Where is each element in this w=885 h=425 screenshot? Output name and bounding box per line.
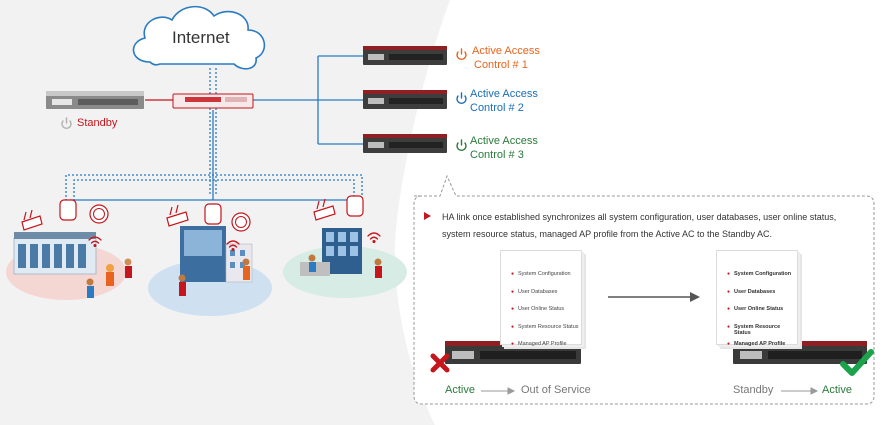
callout-description: HA link once established synchronizes al… (442, 212, 837, 239)
active-controller-2 (363, 90, 447, 109)
state-arrow-icon (781, 387, 819, 395)
sync-item: User Online Status (511, 306, 581, 324)
power-icon (456, 48, 467, 61)
config-document-right: System Configuration User Databases User… (716, 250, 798, 347)
sync-item: System Configuration (727, 271, 797, 289)
site-1-access-points (21, 199, 109, 231)
sync-item: System Resource Status (727, 324, 797, 342)
sync-item: System Configuration (511, 271, 581, 289)
sync-item: System Resource Status (511, 324, 581, 342)
site-1 (6, 232, 132, 300)
right-state-to: Active (822, 384, 852, 396)
power-icon (456, 92, 467, 105)
sync-item: User Databases (727, 289, 797, 307)
access-control-2-line2: Control # 2 (470, 102, 524, 114)
left-state-to: Out of Service (521, 384, 591, 396)
site-2-access-points (166, 203, 251, 232)
active-controller-1 (363, 46, 447, 65)
access-control-3-line1: Active Access (470, 135, 538, 147)
active-controller-3 (363, 134, 447, 153)
sync-arrow-icon (608, 292, 700, 302)
site-3-access-points (313, 195, 364, 221)
internet-label: Internet (172, 28, 230, 47)
access-control-1-line1: Active Access (472, 45, 540, 57)
bullet-triangle-icon (424, 212, 431, 220)
access-control-3-line2: Control # 3 (470, 149, 524, 161)
access-control-2-label: Active Access Control # 2 (470, 87, 538, 115)
cross-icon (430, 353, 450, 373)
network-switch (172, 93, 254, 109)
sync-item: Managed AP Profile (727, 341, 797, 359)
standby-label: Standby (77, 117, 118, 129)
lan-links (69, 55, 363, 205)
sync-item: Managed AP Profile (511, 341, 581, 359)
cloud-icon (132, 5, 266, 70)
power-icon (61, 117, 72, 130)
sync-item: User Online Status (727, 306, 797, 324)
state-arrow-icon (481, 387, 516, 395)
wireless-uplinks (65, 68, 363, 205)
access-control-2-line1: Active Access (470, 88, 538, 100)
standby-controller (46, 91, 144, 109)
wifi-icon (367, 232, 381, 244)
site-3 (283, 228, 407, 298)
wifi-icon (88, 236, 102, 248)
power-icon (456, 139, 467, 152)
right-state-from: Standby (733, 384, 774, 396)
left-state-from: Active (445, 384, 475, 396)
access-control-3-label: Active Access Control # 3 (470, 134, 538, 162)
check-icon (840, 349, 874, 376)
config-document-left: System Configuration User Databases User… (500, 250, 582, 347)
access-control-1-label: Active Access Control # 1 (472, 44, 540, 72)
access-control-1-line2: Control # 1 (474, 59, 528, 71)
wifi-icon (226, 240, 240, 252)
site-2 (148, 226, 272, 316)
sync-item: User Databases (511, 289, 581, 307)
